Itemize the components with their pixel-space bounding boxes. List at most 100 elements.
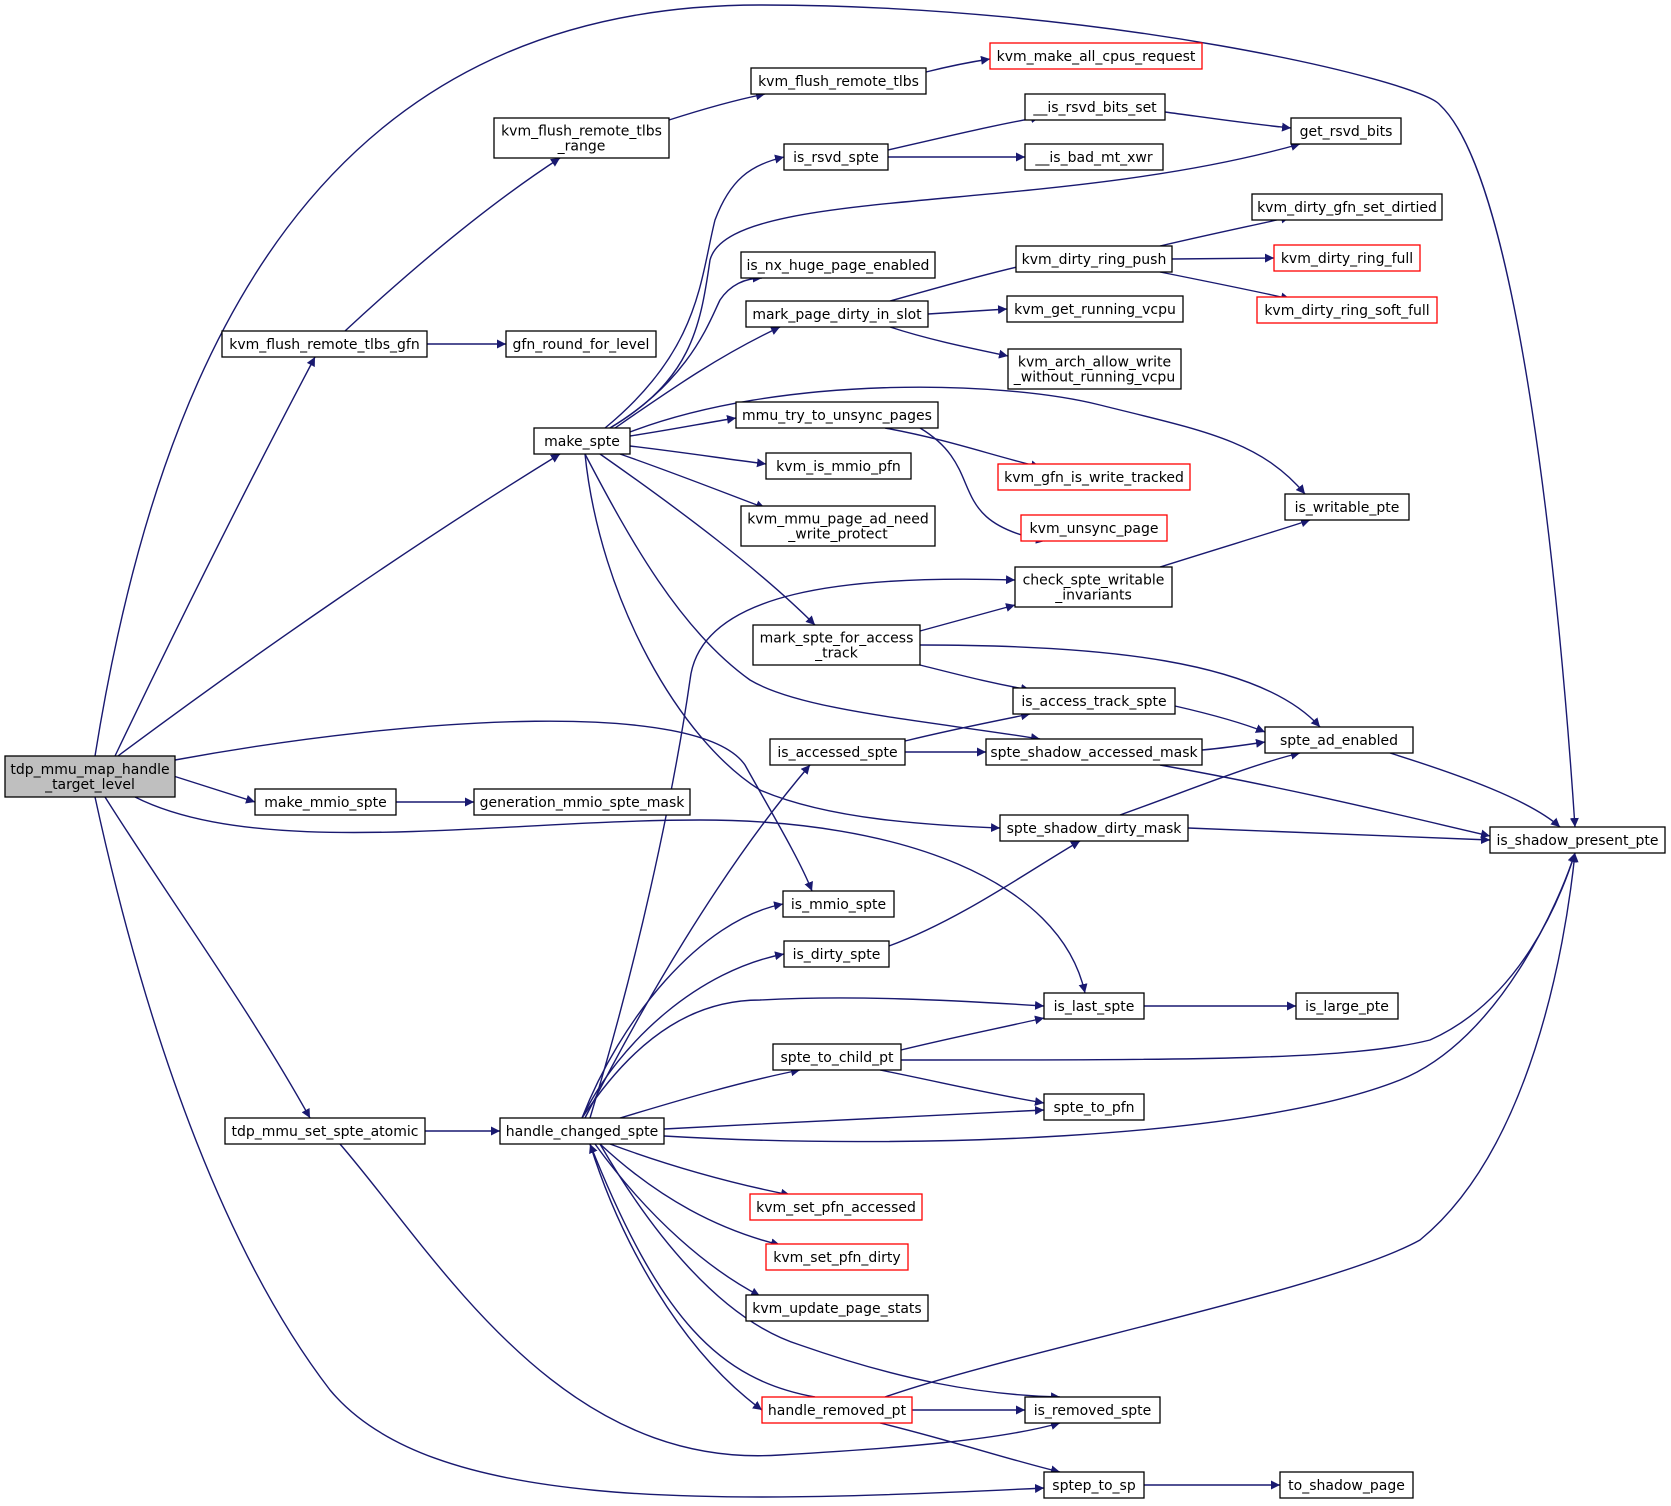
node-is-rsvd-bits-set[interactable]: __is_rsvd_bits_set (1024, 93, 1166, 121)
node-is-last-spte[interactable]: is_last_spte (1043, 992, 1145, 1020)
node-label: is_mmio_spte (791, 897, 886, 913)
node-label: kvm_dirty_ring_push (1022, 252, 1167, 268)
node-is-removed-spte[interactable]: is_removed_spte (1024, 1396, 1161, 1424)
node-spte-to-child-pt[interactable]: spte_to_child_pt (772, 1043, 902, 1071)
node-is-access-track-spte[interactable]: is_access_track_spte (1012, 687, 1176, 715)
node-label: kvm_flush_remote_tlbs (758, 74, 919, 90)
node-kvm-set-pfn-dirty[interactable]: kvm_set_pfn_dirty (765, 1243, 909, 1271)
edge-handle-changed-spte-to-is-mmio-spte (581, 901, 784, 1119)
node-spte-shadow-accessed-mask[interactable]: spte_shadow_accessed_mask (985, 738, 1203, 766)
node-label: kvm_mmu_page_ad_need (747, 512, 929, 528)
node-kvm-dirty-gfn-set-dirtied[interactable]: kvm_dirty_gfn_set_dirtied (1251, 193, 1443, 221)
edge-kvm-flush-remote-tlbs-gfn-to-kvm-flush-remote-tlbs-range (344, 157, 561, 332)
node-box (1489, 826, 1666, 854)
node-is-nx-huge-page-enabled[interactable]: is_nx_huge_page_enabled (740, 251, 936, 279)
node-label: __is_rsvd_bits_set (1032, 100, 1157, 116)
node-is-mmio-spte[interactable]: is_mmio_spte (782, 890, 895, 918)
node-label: mark_page_dirty_in_slot (752, 307, 922, 323)
edge-mmu-try-to-unsync-pages-to-kvm-gfn-is-write-tracked (884, 427, 1041, 470)
node-is-shadow-present-pte[interactable]: is_shadow_present_pte (1489, 826, 1666, 854)
node-root[interactable]: tdp_mmu_map_handle_target_level (4, 755, 176, 798)
node-is-writable-pte[interactable]: is_writable_pte (1284, 493, 1410, 521)
edge-kvm-dirty-ring-push-to-kvm-dirty-gfn-set-dirtied (1159, 214, 1291, 247)
node-handle-removed-pt[interactable]: handle_removed_pt (761, 1396, 913, 1424)
node-generation-mmio-spte-mask[interactable]: generation_mmio_spte_mask (473, 788, 691, 816)
node-box (989, 42, 1203, 70)
node-box (221, 330, 428, 358)
node-label: gfn_round_for_level (513, 337, 650, 353)
node-sptep-to-sp[interactable]: sptep_to_sp (1043, 1471, 1145, 1499)
node-spte-ad-enabled[interactable]: spte_ad_enabled (1264, 726, 1414, 754)
node-kvm-flush-remote-tlbs-gfn[interactable]: kvm_flush_remote_tlbs_gfn (221, 330, 428, 358)
edge-handle-changed-spte-to-is-removed-spte (599, 1143, 1061, 1402)
node-kvm-dirty-ring-full[interactable]: kvm_dirty_ring_full (1273, 244, 1421, 272)
node-label: kvm_set_pfn_dirty (773, 1250, 900, 1266)
node-box (1014, 566, 1173, 608)
node-mark-spte-for-access[interactable]: mark_spte_for_access_track (752, 624, 921, 666)
node-box (1043, 1471, 1145, 1499)
node-box (505, 330, 657, 358)
node-box (997, 463, 1191, 491)
node-label: kvm_gfn_is_write_tracked (1004, 470, 1184, 486)
edge-handle-changed-spte-to-kvm-set-pfn-accessed (609, 1143, 791, 1198)
node-box (499, 1117, 665, 1145)
node-label: kvm_dirty_ring_soft_full (1264, 303, 1429, 319)
node-mark-page-dirty-in-slot[interactable]: mark_page_dirty_in_slot (745, 300, 929, 328)
node-is-rsvd-spte[interactable]: is_rsvd_spte (783, 143, 889, 171)
node-kvm-is-mmio-pfn[interactable]: kvm_is_mmio_pfn (765, 452, 912, 480)
node-kvm-flush-remote-tlbs[interactable]: kvm_flush_remote_tlbs (750, 67, 927, 95)
node-box (1273, 244, 1421, 272)
node-mmu-try-to-unsync-pages[interactable]: mmu_try_to_unsync_pages (735, 401, 939, 429)
node-make-spte[interactable]: make_spte (533, 427, 631, 455)
edge-handle-changed-spte-to-kvm-set-pfn-dirty (599, 1143, 781, 1248)
node-label: to_shadow_page (1288, 1478, 1405, 1494)
node-tdp-mmu-set-spte-atomic[interactable]: tdp_mmu_set_spte_atomic (224, 1117, 426, 1145)
edge-make-spte-to-mark-page-dirty-in-slot (614, 326, 781, 429)
node-label: mark_spte_for_access (760, 631, 914, 647)
edge-handle-changed-spte-to-is-shadow-present-pte (663, 852, 1577, 1143)
node-label: make_mmio_spte (264, 795, 386, 811)
node-is-large-pte[interactable]: is_large_pte (1295, 992, 1399, 1020)
edge-handle-changed-spte-to-spte-to-pfn (663, 1105, 1045, 1130)
node-check-spte-writable[interactable]: check_spte_writable_invariants (1014, 566, 1173, 608)
node-label: spte_to_pfn (1053, 1100, 1134, 1116)
node-kvm-dirty-ring-push[interactable]: kvm_dirty_ring_push (1015, 245, 1173, 273)
node-kvm-update-page-stats[interactable]: kvm_update_page_stats (745, 1294, 929, 1322)
node-label: is_shadow_present_pte (1496, 833, 1658, 849)
node-to-shadow-page[interactable]: to_shadow_page (1279, 1471, 1414, 1499)
node-box (473, 788, 691, 816)
node-make-mmio-spte[interactable]: make_mmio_spte (254, 788, 397, 816)
edge-spte-ad-enabled-to-is-shadow-present-pte (1389, 752, 1561, 828)
node-kvm-mmu-page-ad-need[interactable]: kvm_mmu_page_ad_need_write_protect (740, 505, 936, 547)
edge-root-to-sptep-to-sp (94, 796, 1045, 1498)
node-is-dirty-spte[interactable]: is_dirty_spte (783, 940, 890, 968)
edge-kvm-flush-remote-tlbs-to-kvm-make-all-cpus-request (925, 55, 991, 73)
node-get-rsvd-bits[interactable]: get_rsvd_bits (1290, 117, 1402, 145)
node-spte-shadow-dirty-mask[interactable]: spte_shadow_dirty_mask (999, 814, 1189, 842)
node-box (749, 1193, 923, 1221)
node-kvm-dirty-ring-soft-full[interactable]: kvm_dirty_ring_soft_full (1256, 296, 1438, 324)
node-gfn-round-for-level[interactable]: gfn_round_for_level (505, 330, 657, 358)
node-kvm-set-pfn-accessed[interactable]: kvm_set_pfn_accessed (749, 1193, 923, 1221)
edge-is-dirty-spte-to-spte-shadow-dirty-mask (888, 840, 1081, 947)
edge-mark-spte-for-access-to-check-spte-writable (919, 603, 1016, 632)
node-spte-to-pfn[interactable]: spte_to_pfn (1043, 1093, 1145, 1121)
node-handle-changed-spte[interactable]: handle_changed_spte (499, 1117, 665, 1145)
edge-is-access-track-spte-to-spte-ad-enabled (1174, 705, 1266, 733)
node-label: _without_running_vcpu (1013, 370, 1175, 386)
edge-make-spte-to-mark-spte-for-access (599, 453, 816, 626)
edge-handle-removed-pt-to-handle-changed-spte (589, 1143, 816, 1398)
node-is-bad-mt-xwr[interactable]: __is_bad_mt_xwr (1024, 143, 1164, 171)
node-kvm-flush-remote-tlbs-range[interactable]: kvm_flush_remote_tlbs_range (493, 117, 670, 159)
edge-root-to-tdp-mmu-set-spte-atomic (104, 796, 311, 1119)
node-kvm-gfn-is-write-tracked[interactable]: kvm_gfn_is_write_tracked (997, 463, 1191, 491)
node-kvm-arch-allow-write[interactable]: kvm_arch_allow_write_without_running_vcp… (1007, 348, 1182, 390)
node-kvm-unsync-page[interactable]: kvm_unsync_page (1020, 514, 1168, 542)
node-is-accessed-spte[interactable]: is_accessed_spte (769, 738, 906, 766)
node-box (740, 251, 936, 279)
node-kvm-get-running-vcpu[interactable]: kvm_get_running_vcpu (1006, 295, 1184, 323)
edge-handle-changed-spte-to-handle-removed-pt (589, 1143, 763, 1411)
node-kvm-make-all-cpus-request[interactable]: kvm_make_all_cpus_request (989, 42, 1203, 70)
node-box (1256, 296, 1438, 324)
node-label: _write_protect (787, 527, 888, 543)
